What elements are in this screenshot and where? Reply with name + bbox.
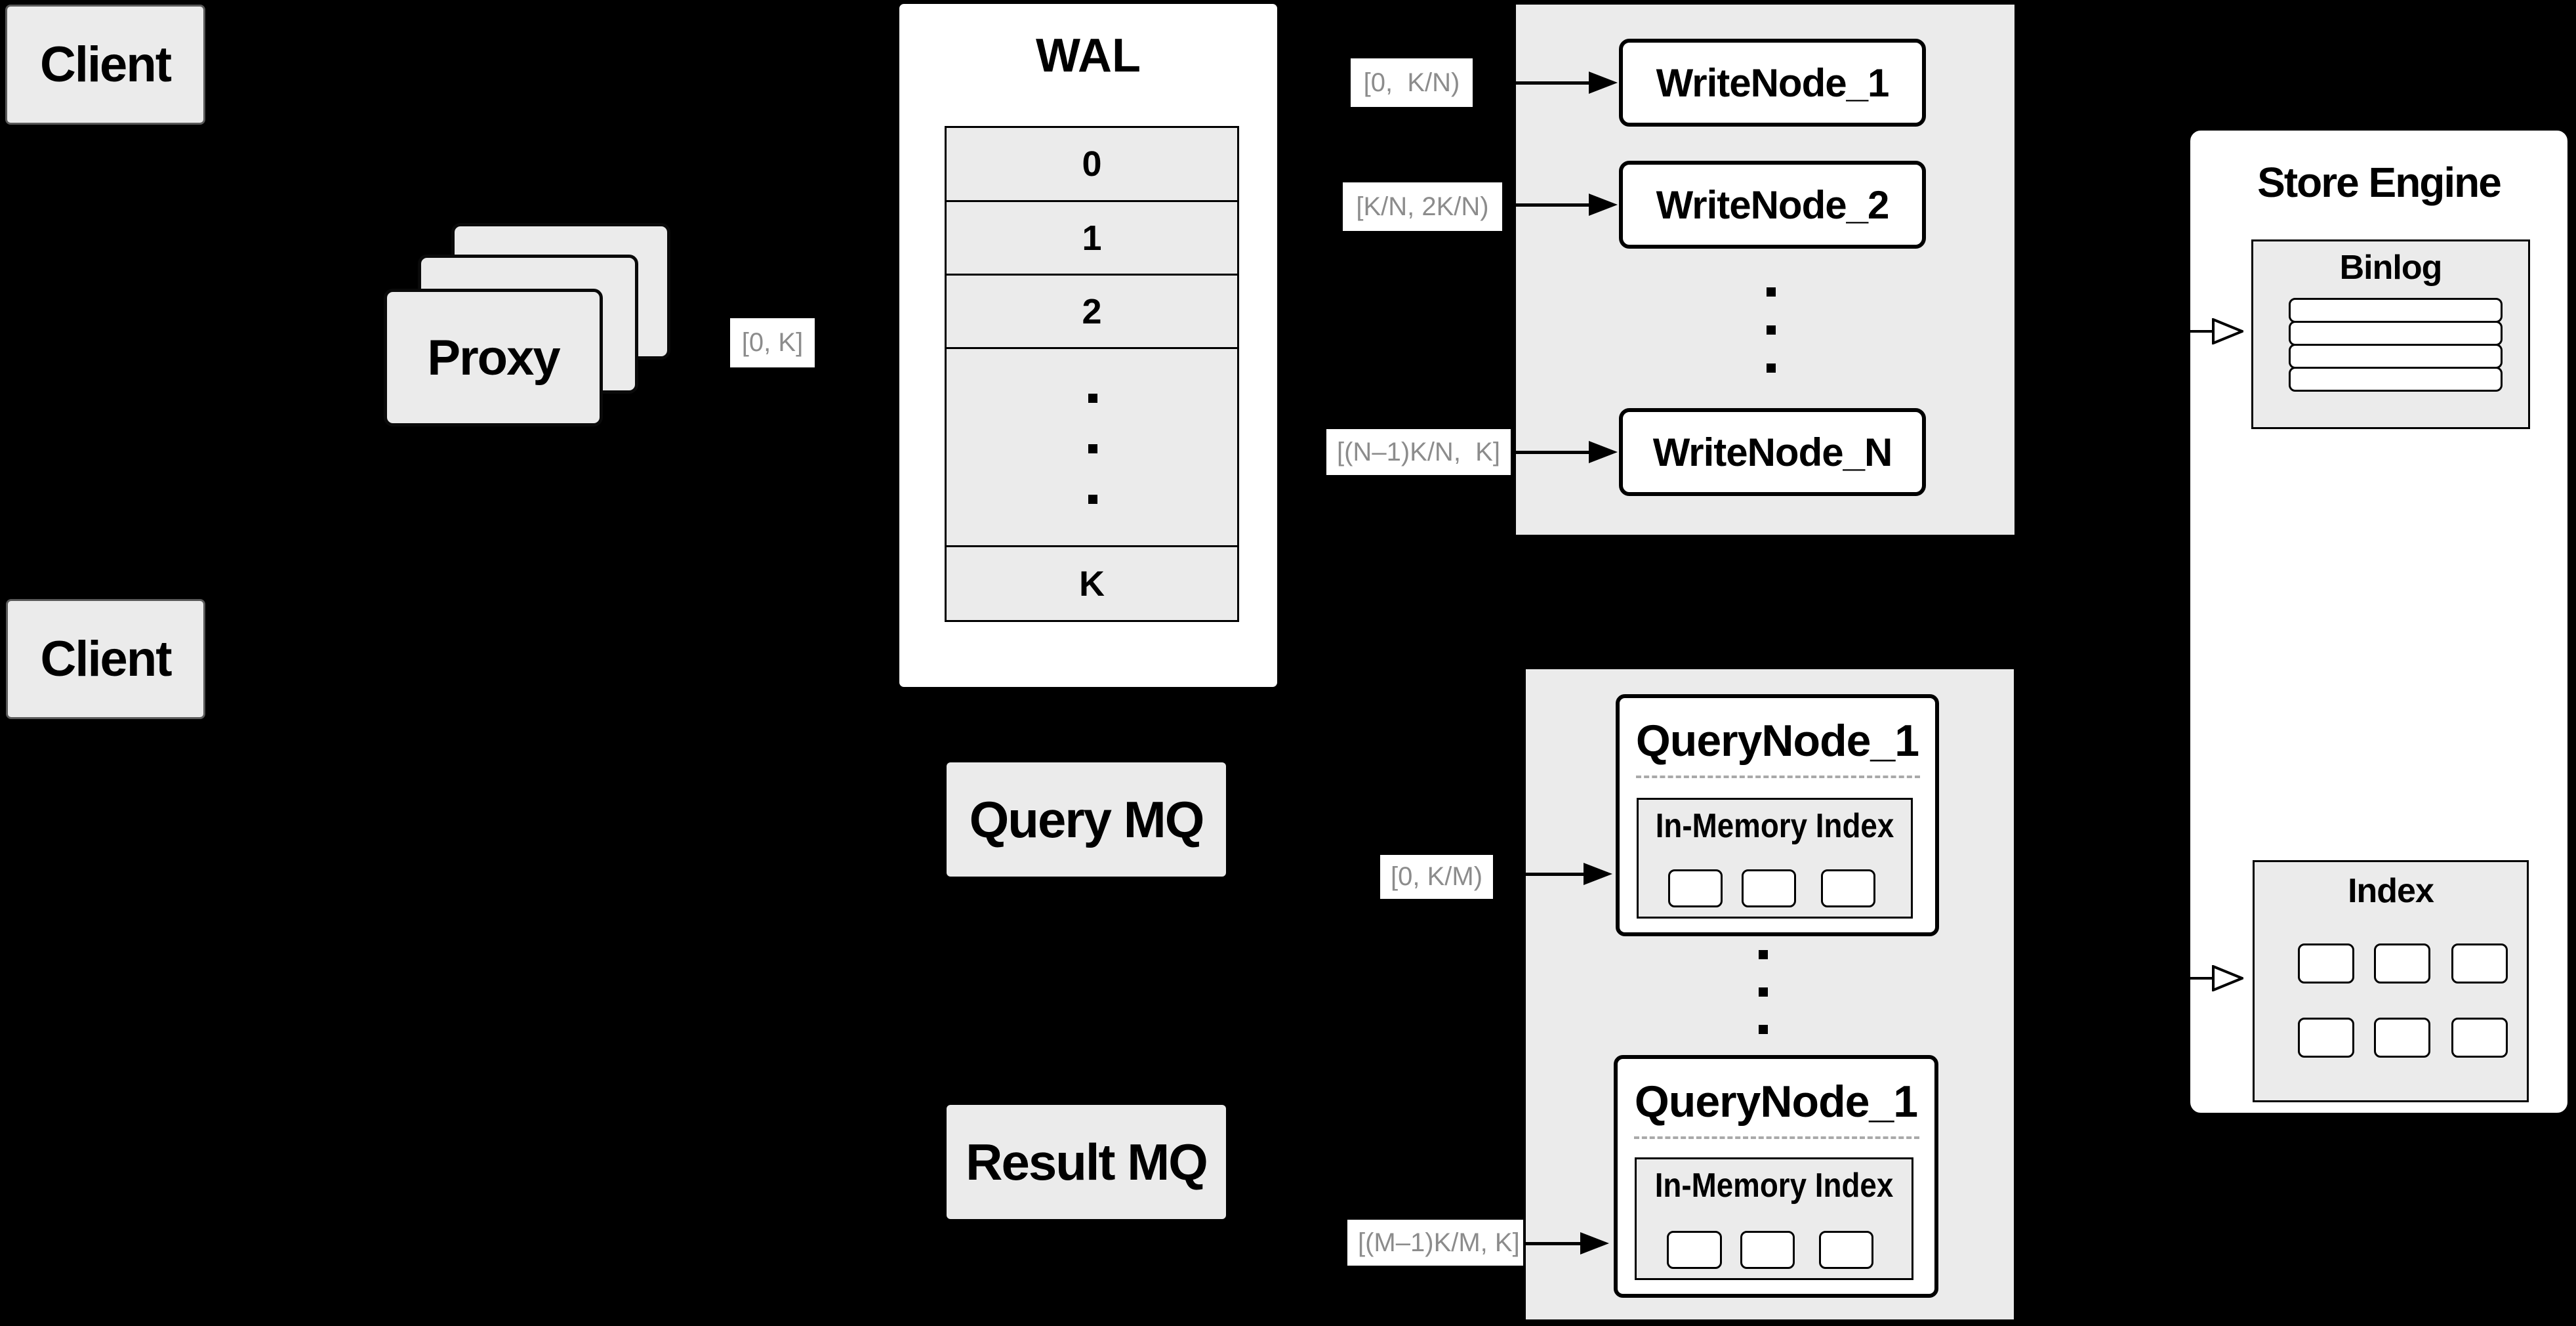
proxy-node: Proxy xyxy=(384,289,603,426)
index-segment-cell xyxy=(1821,869,1875,907)
index-segment-cell xyxy=(1667,1231,1722,1269)
index-cell xyxy=(2451,1018,2508,1058)
write-node-n-label: WriteNode_N xyxy=(1652,430,1893,474)
query-mq-label: Query MQ xyxy=(969,790,1205,848)
write-range-label-n: [(N–1)K/N, K] xyxy=(1326,429,1511,475)
ellipsis-dot xyxy=(1759,950,1768,959)
arrow-right-icon xyxy=(1513,441,1618,463)
in-memory-index-2: In-Memory Index xyxy=(1635,1157,1913,1280)
write-range-label-2: [K/N, 2K/N) xyxy=(1343,182,1502,231)
query-node-2: QueryNode_1 In-Memory Index xyxy=(1614,1055,1938,1298)
query-node-2-title: QueryNode_1 xyxy=(1634,1077,1918,1127)
hollow-arrow-right-icon xyxy=(2190,965,2243,991)
write-node-2-label: WriteNode_2 xyxy=(1656,182,1890,227)
wal-title: WAL xyxy=(1036,30,1141,82)
ellipsis-dot xyxy=(1759,987,1768,997)
index-cell xyxy=(2451,943,2508,984)
arrow-right-icon xyxy=(1523,1232,1609,1254)
write-node-1: WriteNode_1 xyxy=(1619,39,1926,127)
binlog-row xyxy=(2289,344,2503,369)
query-range-label-m: [(M–1)K/M, K] xyxy=(1347,1220,1530,1266)
ellipsis-dot xyxy=(1767,363,1776,373)
wal-segment-ellipsis xyxy=(945,347,1239,547)
ellipsis-dot xyxy=(1759,1025,1768,1034)
wal-segment-k: K xyxy=(945,545,1239,622)
index-cell xyxy=(2374,943,2430,984)
hollow-arrow-right-icon xyxy=(2190,318,2243,344)
binlog-box: Binlog xyxy=(2251,239,2530,429)
write-range-label-1: [0, K/N) xyxy=(1351,58,1473,107)
index-cell xyxy=(2298,943,2354,984)
proxy-label: Proxy xyxy=(427,329,560,386)
index-title: Index xyxy=(2348,872,2434,910)
binlog-row xyxy=(2289,367,2503,392)
dashed-divider xyxy=(1636,776,1920,778)
index-segment-cell xyxy=(1742,869,1796,907)
index-cell xyxy=(2298,1018,2354,1058)
wal-segment-table: 0 1 2 K xyxy=(945,126,1239,622)
store-engine-title: Store Engine xyxy=(2257,159,2502,206)
ellipsis-dot xyxy=(1767,325,1776,335)
arrow-right-icon xyxy=(1513,72,1618,94)
ellipsis-dot xyxy=(1088,495,1097,504)
query-range-label-1: [0, K/M) xyxy=(1380,855,1494,899)
dashed-divider xyxy=(1634,1136,1919,1139)
client-bottom-label: Client xyxy=(40,631,172,687)
query-node-1: QueryNode_1 In-Memory Index xyxy=(1616,694,1939,936)
client-node-top: Client xyxy=(5,5,205,125)
index-segment-cell xyxy=(1668,869,1723,907)
client-top-label: Client xyxy=(39,37,172,93)
ellipsis-dot xyxy=(1088,444,1097,453)
binlog-row xyxy=(2289,321,2503,346)
wal-box: WAL 0 1 2 K xyxy=(897,2,1279,689)
index-segment-cell xyxy=(1819,1231,1873,1269)
ellipsis-dot xyxy=(1767,287,1776,297)
write-node-n: WriteNode_N xyxy=(1619,408,1926,496)
write-node-2: WriteNode_2 xyxy=(1619,161,1926,249)
client-node-bottom: Client xyxy=(6,599,205,719)
in-memory-index-1-title: In-Memory Index xyxy=(1655,807,1894,845)
store-engine-box: Store Engine Binlog Index xyxy=(2188,128,2570,1115)
index-segment-cell xyxy=(1740,1231,1795,1269)
proxy-range-label: [0, K] xyxy=(730,318,815,367)
wal-segment-2: 2 xyxy=(945,274,1239,349)
arrow-right-icon xyxy=(1513,194,1618,216)
index-cell xyxy=(2374,1018,2430,1058)
index-box: Index xyxy=(2253,860,2529,1102)
result-mq-label: Result MQ xyxy=(966,1132,1208,1191)
in-memory-index-2-title: In-Memory Index xyxy=(1654,1167,1894,1205)
arrow-right-icon xyxy=(1523,863,1612,885)
in-memory-index-1: In-Memory Index xyxy=(1637,798,1913,919)
binlog-row xyxy=(2289,298,2503,323)
binlog-title: Binlog xyxy=(2339,249,2443,287)
ellipsis-dot xyxy=(1088,394,1097,403)
query-node-1-title: QueryNode_1 xyxy=(1635,716,1919,766)
result-mq-node: Result MQ xyxy=(947,1105,1226,1219)
query-mq-node: Query MQ xyxy=(947,762,1226,877)
wal-segment-0: 0 xyxy=(945,126,1239,202)
wal-segment-1: 1 xyxy=(945,200,1239,276)
write-node-1-label: WriteNode_1 xyxy=(1656,60,1890,105)
